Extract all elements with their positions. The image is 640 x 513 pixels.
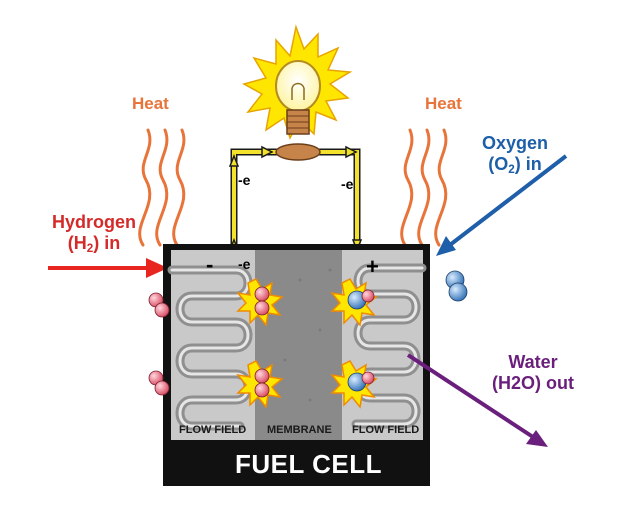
heat-lines-left [138, 128, 186, 247]
anode-minus-sign: - [206, 252, 214, 277]
oxygen-label-line1: Oxygen [482, 133, 549, 153]
oxygen-molecule-icon [445, 270, 468, 302]
electron-label-anode: -e [238, 256, 251, 272]
hydrogen-label-line2: (H2) in [67, 232, 121, 255]
water-out-arrow [406, 353, 548, 447]
flow-field-right-label: FLOW FIELD [352, 424, 420, 436]
hydrogen-in-arrow [48, 258, 168, 278]
electron-label-right: -e [341, 176, 354, 192]
flow-field-left-label: FLOW FIELD [179, 424, 247, 436]
cathode-plus-sign: + [366, 254, 379, 279]
heat-label-right: Heat [425, 94, 462, 113]
oxygen-label-line2: (O2) in [488, 153, 542, 176]
water-label-line2: (H2O) out [492, 372, 574, 393]
heat-label-left: Heat [132, 94, 169, 113]
light-bulb-icon [242, 24, 353, 161]
water-molecule-icon [347, 289, 375, 392]
membrane-label: MEMBRANE [267, 424, 332, 436]
hydrogen-label-line1: Hydrogen [52, 212, 137, 232]
heat-lines-right [400, 128, 448, 247]
electron-label-left: -e [238, 172, 251, 188]
fuel-cell-title: FUEL CELL [235, 449, 383, 479]
wire-arrowheads [227, 145, 363, 253]
membrane-layer [255, 250, 342, 440]
water-label-line1: Water [508, 352, 558, 372]
oxygen-in-arrow [436, 154, 568, 256]
oxygen-label: Oxygen (O2) in [482, 133, 548, 176]
hydrogen-label: Hydrogen (H2) in [52, 212, 136, 255]
hydrogen-molecule-icon [148, 286, 270, 398]
water-label: Water (H2O) out [492, 352, 574, 393]
